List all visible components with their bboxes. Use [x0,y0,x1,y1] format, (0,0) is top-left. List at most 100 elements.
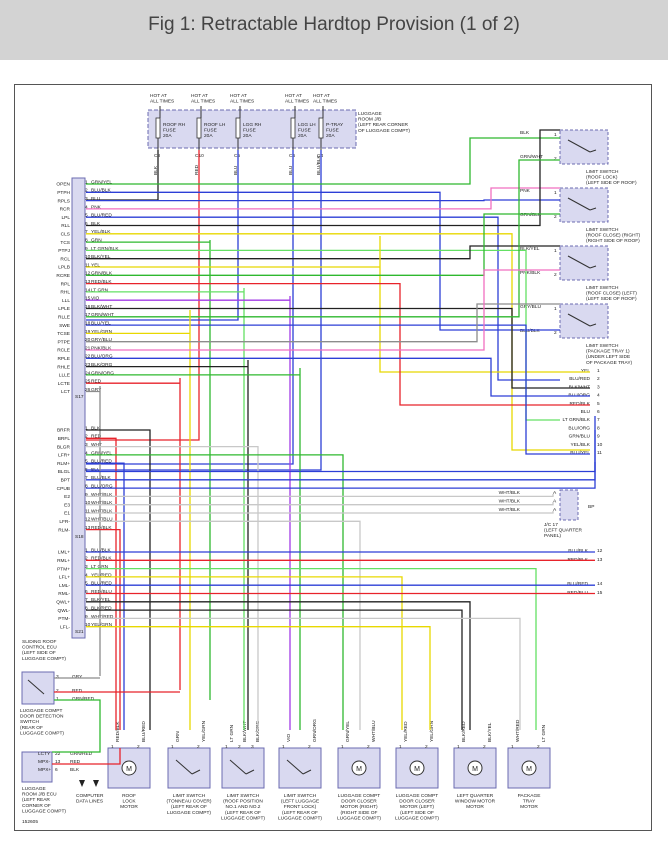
room-ecu-pin-number: 22 [55,751,61,757]
continue-wire-label: BLU/RED [567,581,588,587]
component-label: (LEFT REAR OF [171,804,207,810]
ecu-g3-wire-color: RED/BLU [91,589,112,595]
ecu-g2-pin-name: BRFR [57,428,71,434]
ecu-g2-pin-number: 7 [85,475,88,481]
ecu-g2-wire-color: WHT/BLK [91,492,113,498]
ecu-g3-pin-name: LFL- [60,624,70,630]
hot-label: ALL TIMES [285,99,309,105]
ecu-g3-pin-number: 2 [85,556,88,562]
fuse-box-label: ROOM J/B [358,117,381,123]
ecu-g1-pin-number: 15 [85,296,91,302]
component-label: MOTOR (RIGHT) [340,804,378,810]
ecu-g1-wire-color: BLK/YEL [91,254,111,260]
fuse-label: FUSE [163,128,176,134]
room-ecu-pin-number: 6 [55,767,58,773]
ecu-wire [86,307,590,389]
ecu-g3-pin-name: QWL+ [56,600,70,606]
component-wire-label: LT GRN [229,724,235,742]
component-label: LUGGAGE COMPT [338,793,380,799]
fuse-box-label: (LEFT REAR CORNER [358,122,409,128]
ecu-wire [86,236,590,373]
fuse-label: 20A [326,133,335,139]
ecu-g3-wire-color: YEL/RED [91,572,112,578]
room-ecu-pin-name: MPX+ [38,767,51,773]
ecu-g2-pin-name: BRFL [58,436,71,442]
ecu-g1-wire-color: BLU/ORG [91,354,113,360]
hot-label: ALL TIMES [150,99,174,105]
ecu-g1-pin-number: 16 [85,304,91,310]
switch-contact [567,313,591,327]
ecu-g2-wire-color: RED [91,434,102,440]
component-label: LUGGAGE COMPT) [395,815,439,821]
limit-switch-label: LIMIT SWITCH [586,343,619,349]
junction-connector-label: (LEFT QUARTER [544,528,582,534]
ecu-g2-pin-number: 5 [85,459,88,465]
fuse-label: ROOF LH [204,122,226,128]
switch-contact [191,769,201,775]
ecu-g2-pin-name: RLM- [58,527,70,533]
fuse-pin-label: C5 [234,153,240,159]
wire-roof-lh [86,150,200,441]
ecu-g1-wire-color: YEL/GRN [91,329,113,335]
room-ecu-wire-label: RED [70,759,81,765]
continue-wire-label: BLU/RED [569,376,590,382]
hot-label: HOT AT [230,93,247,99]
component-label: ROOF [122,793,136,799]
switch-contact [589,207,597,211]
ecu-g1-wire-color: PNK [91,204,102,210]
component-label: LUGGAGE COMPT [396,793,438,799]
motor-symbol [409,760,425,776]
ecu-g2-pin-name: E3 [64,502,70,508]
ecu-g3-wire-color: BLK/RED [91,606,112,612]
ecu-g1-wire-color: BLK [91,221,101,227]
component-label: LOCK [122,799,136,805]
junction-connector-label: PANEL) [544,533,561,539]
switch-contact [589,149,597,153]
junction-pin-label: A [553,507,557,513]
ecu-g1-wire-color: LT GRN/BLK [91,246,119,252]
ecu-wire [86,520,361,730]
ecu-wire [86,386,101,676]
component-label: TRAY [523,799,536,805]
ecu-wire [86,199,560,202]
ecu-g3-pin-number: 3 [85,564,88,570]
ecu-wire [86,430,596,489]
ecu-wire [86,429,151,730]
ecu-g1-wire-color: VIO [91,296,100,302]
wire-lgg-lh [86,150,294,465]
ecu-label: CONTROL ECU [22,645,57,651]
ecu-g2-wire-color: BLU/RED [91,459,112,465]
fuse-wire-label: BLK [153,165,159,175]
ecu-g1-pin-name: RCRE [56,273,70,279]
ecu-g2-pin-name: LFR+ [58,453,70,459]
ecu-body [71,177,86,639]
ecu-wire [86,282,590,406]
ecu-g1-pin-name: RLLE [58,315,70,321]
ecu-wire [86,303,560,343]
component-label: PACKAGE [518,793,541,799]
ecu-wire [86,445,259,730]
ecu-g1-pin-number: 20 [85,337,91,343]
motor-symbol [467,760,483,776]
ecu-g1-pin-number: 22 [85,354,91,360]
ecu-g1-pin-number: 25 [85,379,91,385]
fuse-pin-label: C8 [154,153,160,159]
wire-color-label: PNK/BLK [520,270,541,276]
ecu-wire [86,269,560,351]
wire-p-tray [86,150,322,471]
fuse-symbol [155,117,161,139]
ecu-wire [86,216,560,381]
ecu-g1-pin-name: LCT [61,389,70,395]
limit-switch-label: (ROOF CLOSE) (RIGHT) [586,233,640,239]
ecu-wire [86,129,560,227]
component-pin: 1 [457,744,460,750]
pin-number: 2 [554,214,557,220]
room-ecu-label: (LEFT REAR [22,797,50,803]
ecu-wire [86,240,211,700]
ecu-g1-pin-name: LLLE [59,373,70,379]
ecu-g1-wire-color: GRN/ORG [91,370,114,376]
ecu-g1-wire-color: GRY [91,387,102,393]
ecu-g2-pin-number: 12 [85,517,91,523]
ecu-g1-wire-color: GRN [91,238,102,244]
component-label: WINDOW MOTOR [455,799,496,805]
